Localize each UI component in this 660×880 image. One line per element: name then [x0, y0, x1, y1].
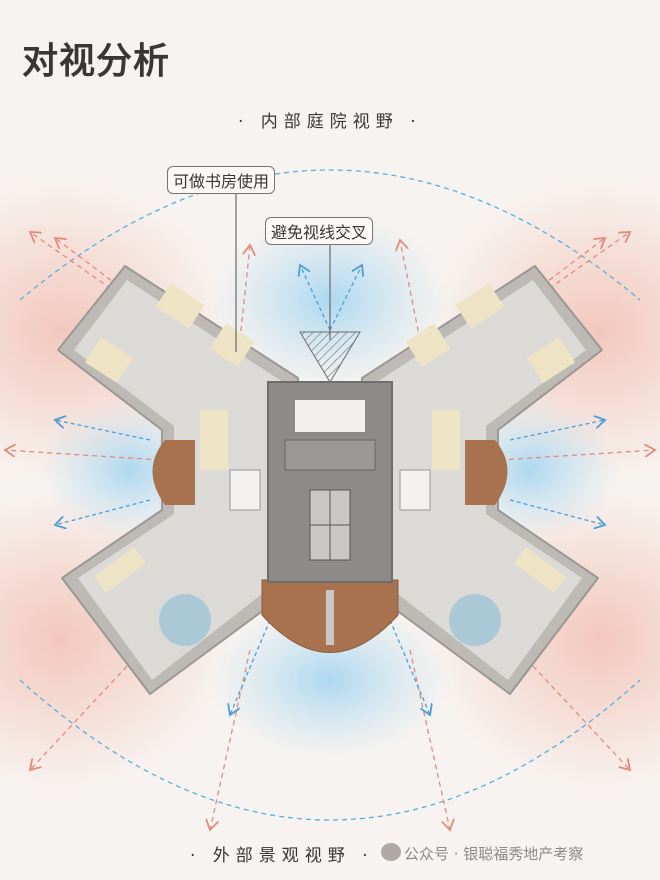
- page-title: 对视分析: [22, 41, 171, 82]
- top-view-label: · 内部庭院视野 ·: [238, 112, 422, 132]
- right-wing: [357, 265, 603, 695]
- study-callout: 可做书房使用: [167, 166, 276, 194]
- bottom-view-arc: [19, 679, 641, 821]
- blue-sight-arrows: [55, 265, 605, 715]
- watermark: 公众号 · 银聪福秀地产考察: [404, 845, 584, 863]
- wechat-icon: [381, 843, 401, 861]
- left-wing: [57, 265, 303, 695]
- top-view-arc: [19, 169, 641, 301]
- avoid-crossing-callout: 避免视线交叉: [265, 217, 374, 245]
- bottom-view-label: · 外部景观视野 ·: [190, 846, 374, 866]
- central-core: [261, 331, 399, 653]
